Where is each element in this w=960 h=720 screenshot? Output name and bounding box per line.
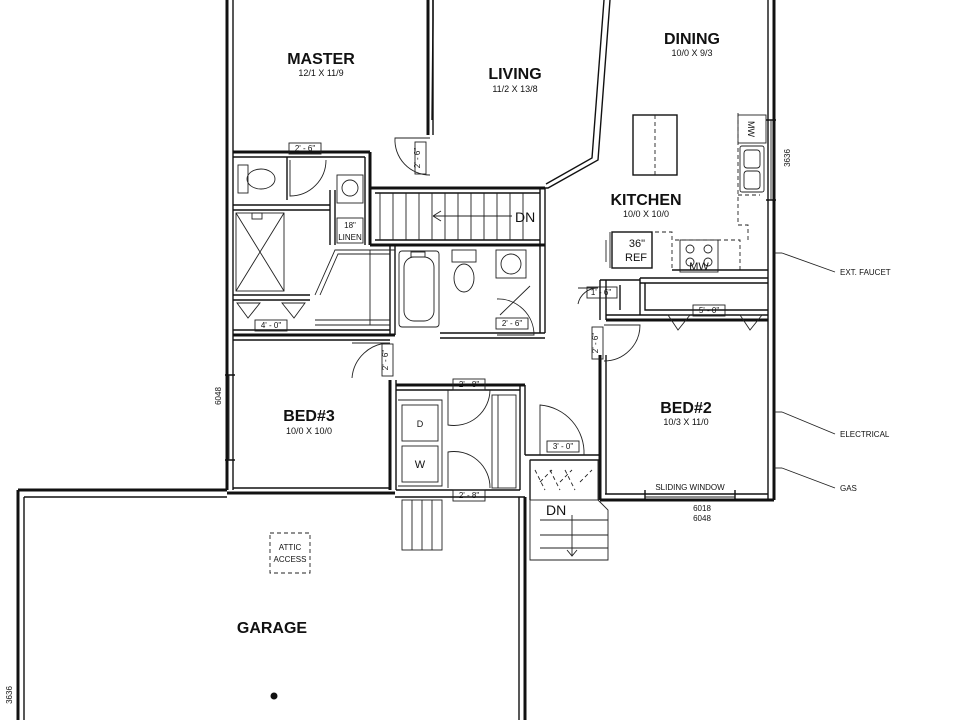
callout-ext-faucet: EXT. FAUCET — [840, 268, 891, 277]
garage-name: GARAGE — [237, 620, 308, 637]
window-right-code: 3636 — [783, 149, 792, 167]
callout-electrical: ELECTRICAL — [840, 430, 890, 439]
door-master-closet: 2' - 6" — [295, 144, 316, 153]
sink-icon — [336, 174, 364, 204]
sink-icon — [495, 249, 527, 279]
door-linen-closet: 4' - 0" — [261, 321, 282, 330]
garage-steps: DN — [401, 459, 609, 561]
main-stairs: DN — [379, 193, 535, 240]
living-dims: 11/2 X 13/8 — [492, 84, 537, 94]
door-laundry-top: 2' - 8" — [459, 380, 480, 389]
sink-icon — [739, 145, 765, 193]
linen-word: LINEN — [338, 233, 362, 242]
stairs-dn-label: DN — [515, 209, 535, 225]
master-dims: 12/1 X 11/9 — [298, 68, 343, 78]
bed2-name: BED#2 — [660, 400, 712, 417]
doors — [236, 137, 763, 489]
garage-dn-label: DN — [546, 502, 566, 518]
kitchen-fixtures: MW MW 36" REF — [605, 113, 768, 273]
hall-bath — [398, 249, 531, 328]
dryer-icon: D — [401, 404, 439, 442]
door-bed2-closet: 5' - 0" — [699, 306, 720, 315]
ref-size: 36" — [629, 238, 645, 250]
linen-size: 18" — [344, 221, 356, 230]
dryer-label: D — [417, 419, 424, 429]
window-left-code: 6048 — [214, 387, 223, 405]
garage-details: ATTIC ACCESS — [269, 532, 311, 700]
toilet-icon — [451, 249, 477, 293]
ref-label: REF — [625, 252, 647, 264]
laundry: D W — [398, 394, 517, 489]
kitchen-name: KITCHEN — [610, 192, 681, 209]
living-name: LIVING — [488, 66, 541, 83]
door-kitchen-closet: 1' - 6" — [591, 288, 612, 297]
bathtub-icon — [398, 250, 440, 328]
shower-icon — [235, 212, 285, 292]
washer-icon: W — [401, 445, 439, 483]
window-code-1: 6018 — [693, 504, 711, 513]
toilet-icon — [237, 164, 276, 194]
refrigerator — [611, 231, 653, 269]
attic-label-1: ATTIC — [279, 543, 302, 552]
washer-label: W — [415, 459, 426, 471]
bed3-name: BED#3 — [283, 408, 335, 425]
interior-walls — [233, 0, 768, 500]
dining-dims: 10/0 X 9/3 — [671, 48, 712, 58]
callout-gas: GAS — [840, 484, 857, 493]
exterior-walls — [16, 0, 776, 720]
room-labels: MASTER 12/1 X 11/9 LIVING 11/2 X 13/8 DI… — [237, 31, 720, 637]
sliding-window-label: SLIDING WINDOW — [655, 483, 725, 492]
door-laundry-bottom: 2' - 8" — [459, 491, 480, 500]
master-name: MASTER — [287, 51, 355, 68]
window-code-2: 6048 — [693, 514, 711, 523]
door-bed2: 2' - 6" — [591, 333, 600, 354]
master-bath: 18" LINEN — [235, 164, 395, 326]
range-icon — [679, 239, 719, 273]
door-master-entry: 2' - 6" — [413, 148, 422, 169]
door-bed3: 2' - 6" — [381, 350, 390, 371]
dining-name: DINING — [664, 31, 720, 48]
mw-label: MW — [689, 261, 709, 273]
door-garage-entry: 3' - 0" — [553, 442, 574, 451]
utility-callouts: EXT. FAUCET ELECTRICAL GAS — [774, 252, 891, 493]
attic-label-2: ACCESS — [274, 555, 307, 564]
door-bath: 2' - 6" — [502, 319, 523, 328]
bed3-dims: 10/0 X 10/0 — [286, 426, 332, 436]
kitchen-dims: 10/0 X 10/0 — [623, 209, 669, 219]
mw-vertical-label: MW — [746, 121, 756, 137]
windows: 6048 3636 SLIDING WINDOW 6018 6048 3636 — [5, 119, 792, 704]
bed2-dims: 10/3 X 11/0 — [663, 417, 708, 427]
window-garage-code: 3636 — [5, 686, 14, 704]
door-size-labels: 2' - 6" 2' - 6" 4' - 0" 2' - 6" 2' - 6" … — [254, 141, 726, 502]
